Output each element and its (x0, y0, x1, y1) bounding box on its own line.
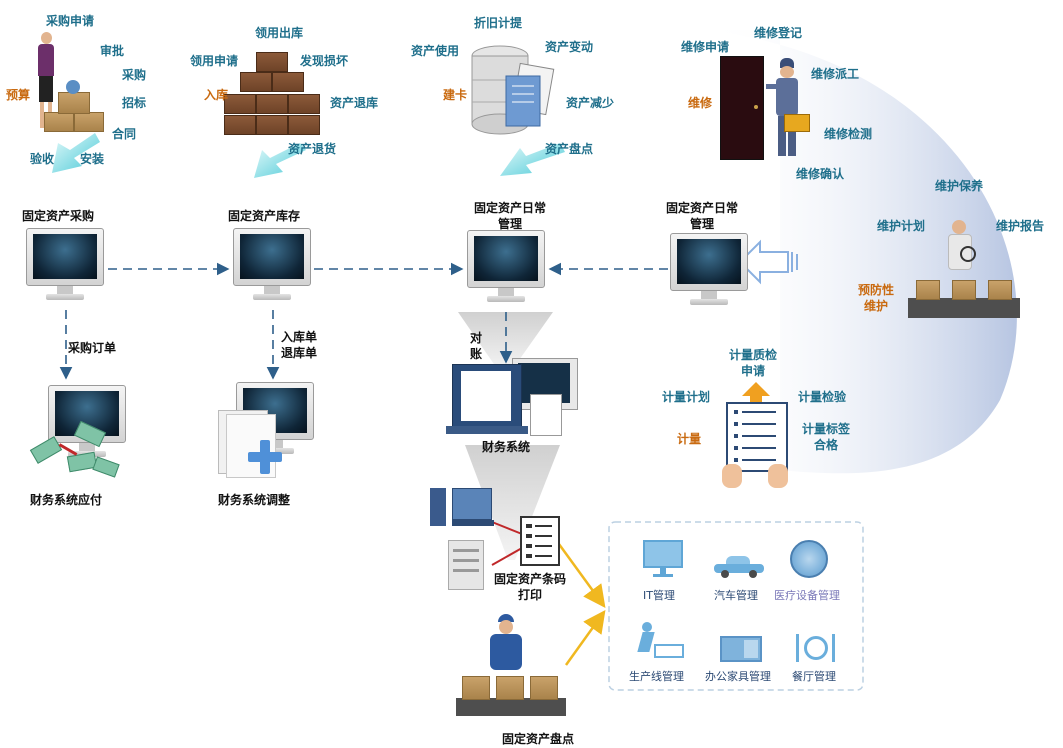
label-metrology-plan: 计量计划 (662, 390, 711, 404)
label-reconcile: 对 账 (470, 331, 483, 361)
label-return-goods: 资产退货 (288, 142, 337, 156)
caption-barcode: 固定资产条码 打印 (493, 572, 566, 602)
label-repair-apply: 维修申请 (681, 40, 730, 54)
module-furniture: 办公家具管理 (705, 670, 771, 683)
yellow-arrow-count (564, 609, 606, 666)
yellow-arrow-barcode (554, 539, 606, 609)
production-line-icon (636, 622, 684, 662)
monitor-procurement-icon (26, 228, 104, 304)
caption-finance: 财务系统 (482, 440, 531, 454)
label-procure-apply: 采购申请 (46, 14, 95, 28)
label-repair-register: 维修登记 (754, 26, 803, 40)
pc-tower-icon (430, 488, 494, 530)
barcode-list-icon (520, 516, 560, 566)
label-upkeep: 维护保养 (935, 179, 984, 193)
label-repair-check: 维修检测 (824, 127, 873, 141)
caption-adjust: 财务系统调整 (218, 493, 291, 507)
printer-icon (448, 540, 484, 590)
caption-daily: 固定资产日常 管理 (473, 201, 546, 231)
metrology-up-arrow (742, 382, 770, 404)
office-furniture-icon (720, 636, 762, 664)
label-metrology-apply: 计量质检 申请 (728, 348, 777, 378)
documents-plus-icon (218, 410, 288, 478)
monitor-daily-icon (467, 230, 545, 306)
label-stocktake: 资产盘点 (545, 142, 594, 156)
label-outbound: 领用出库 (255, 26, 304, 40)
label-budget: 预算 (6, 88, 31, 102)
module-restaurant: 餐厅管理 (792, 670, 836, 683)
monitor-maintenance-icon (670, 233, 748, 309)
technician-icon (766, 58, 810, 162)
label-metrology-tag: 计量标签 合格 (801, 422, 850, 452)
module-it: IT管理 (643, 589, 675, 602)
label-use-apply: 领用申请 (190, 54, 239, 68)
label-purchase: 采购 (122, 68, 147, 82)
stock-count-worker-icon (456, 614, 566, 718)
metrology-clipboard-icon (722, 402, 788, 488)
label-usage: 资产使用 (411, 44, 460, 58)
label-inbound: 入库 (204, 88, 229, 102)
label-depreciation: 折旧计提 (474, 16, 523, 30)
finance-system-icon (446, 356, 580, 440)
restaurant-icon (794, 634, 836, 664)
it-monitor-icon (643, 540, 683, 580)
label-metrology-inspect: 计量检验 (798, 390, 847, 404)
label-decrease: 资产减少 (566, 96, 615, 110)
caption-count: 固定资产盘点 (502, 732, 575, 746)
module-production: 生产线管理 (629, 670, 684, 683)
caption-maintenance: 固定资产日常 管理 (665, 201, 738, 231)
procurement-boxes-icon (44, 72, 104, 132)
label-install: 安装 (80, 152, 105, 166)
maintenance-bench-icon (908, 218, 1020, 322)
door-icon (720, 56, 764, 160)
monitor-inventory-icon (233, 228, 311, 304)
hollow-arrow-maintenance (738, 239, 789, 285)
label-damage: 发现损坏 (300, 54, 349, 68)
cyan-arrow-inventory (254, 143, 306, 178)
cyan-arrow-procurement (52, 133, 100, 173)
label-change: 资产变动 (545, 40, 594, 54)
label-upkeep-plan: 维护计划 (877, 219, 926, 233)
label-repair-confirm: 维修确认 (796, 167, 845, 181)
label-upkeep-report: 维护报告 (996, 219, 1045, 233)
label-repair-dispatch: 维修派工 (811, 67, 860, 81)
funnel-shape-lower (465, 445, 560, 560)
label-in-out-doc: 入库单 退库单 (281, 330, 318, 360)
car-icon (714, 556, 764, 578)
label-repair: 维修 (688, 96, 713, 110)
label-return-store: 资产退库 (330, 96, 379, 110)
caption-inventory: 固定资产库存 (228, 209, 301, 223)
funnel-shape-upper (458, 312, 553, 370)
label-approve: 审批 (100, 44, 125, 58)
caption-procurement: 固定资产采购 (22, 209, 95, 223)
label-purchase-order: 采购订单 (68, 341, 117, 355)
money-bills-icon (18, 420, 120, 480)
label-accept: 验收 (30, 152, 55, 166)
label-bidding: 招标 (122, 96, 147, 110)
caption-payable: 财务系统应付 (30, 493, 103, 507)
database-documents-icon (470, 38, 560, 138)
module-medical: 医疗设备管理 (774, 589, 840, 602)
label-card: 建卡 (443, 88, 468, 102)
label-metrology: 计量 (677, 432, 702, 446)
label-contract: 合同 (112, 127, 137, 141)
crate-stack-icon (222, 52, 322, 138)
cyan-arrow-daily (500, 143, 565, 176)
module-car: 汽车管理 (714, 589, 758, 602)
medical-device-icon (790, 540, 828, 578)
label-preventive: 预防性 维护 (857, 283, 894, 313)
